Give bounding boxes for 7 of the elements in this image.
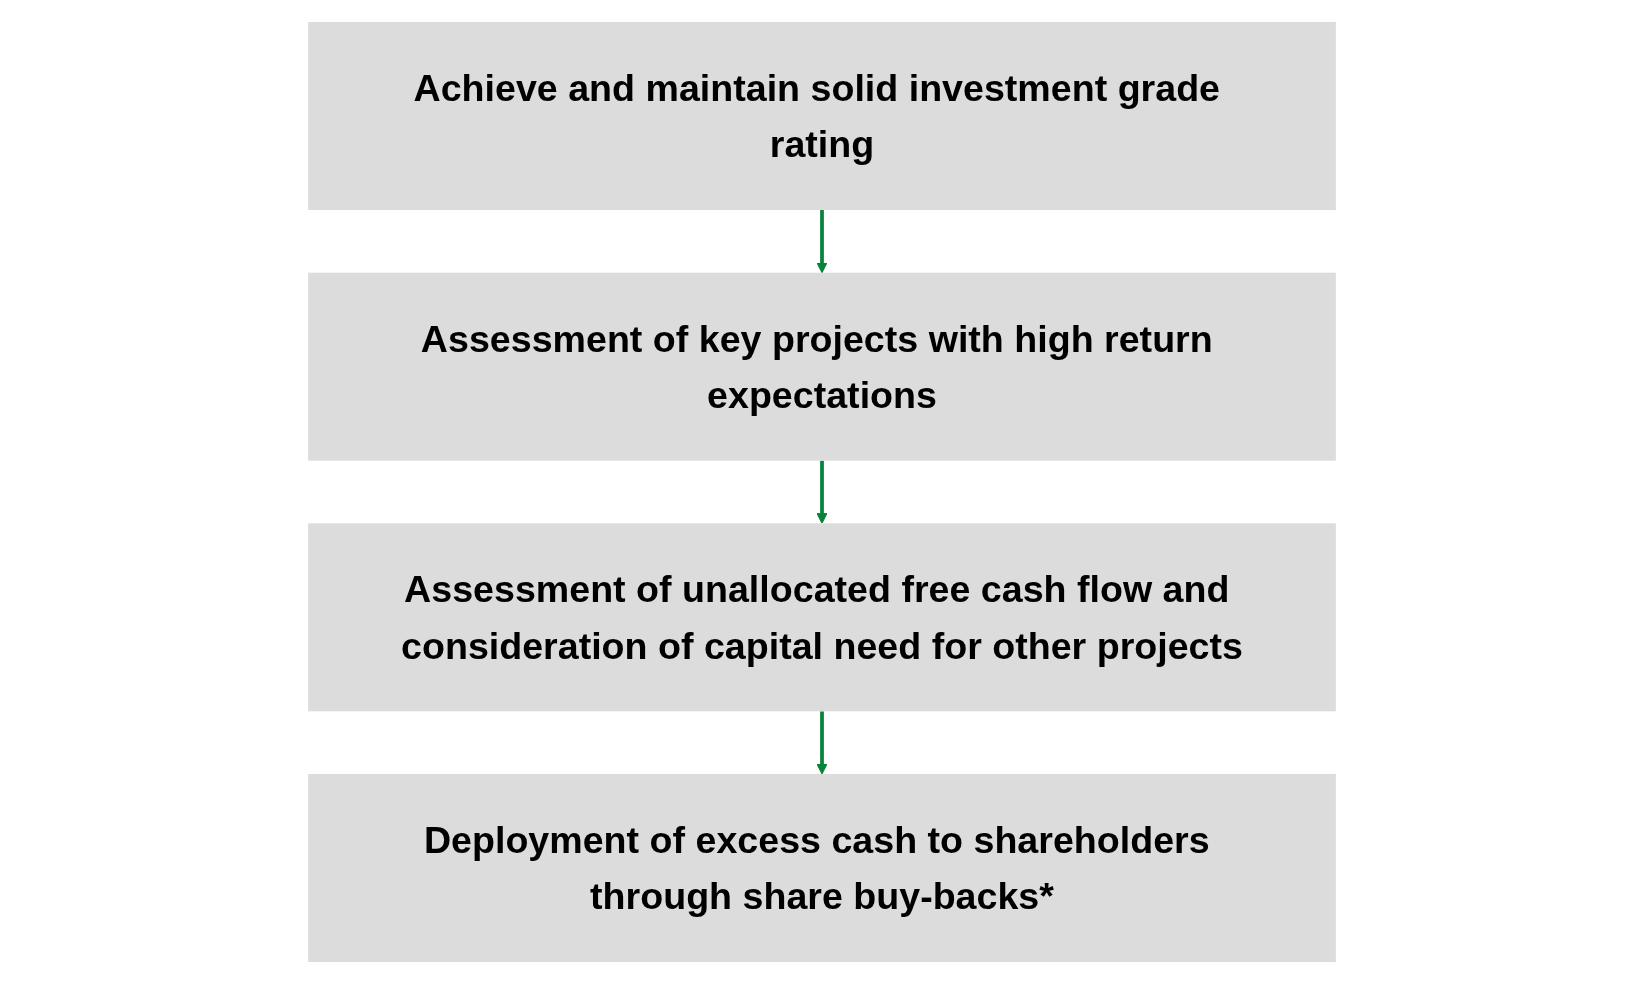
node-box: Assessment of unallocated free cash flow and consideration of capital need for other projects xyxy=(307,522,1336,711)
node-box: Assessment of key projects with high return expectations xyxy=(307,272,1336,461)
arrow xyxy=(816,710,827,774)
arrow xyxy=(816,209,827,273)
arrow xyxy=(816,460,827,524)
node-box: Deployment of excess cash to shareholders through share buy-backs* xyxy=(307,773,1336,962)
node-box: Achieve and maintain solid investment grade rating xyxy=(307,21,1336,210)
